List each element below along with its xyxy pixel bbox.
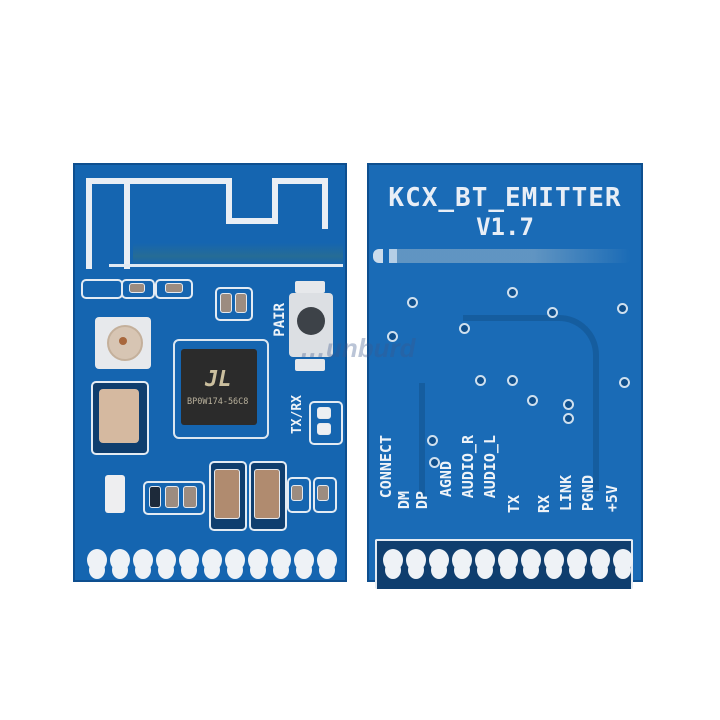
pin-label-connect: CONNECT [377, 435, 395, 499]
pin-pad[interactable] [521, 549, 541, 571]
ipex-connector[interactable] [95, 317, 151, 369]
pair-button[interactable] [289, 293, 333, 357]
inductor [214, 469, 240, 519]
rx-led [317, 423, 331, 435]
pcb-trace [463, 315, 599, 491]
front-pcb-board: JL BP0W174-56C8 PAIR TX/RX [73, 163, 347, 582]
via [547, 307, 558, 318]
jl-logo: JL [205, 367, 232, 392]
pin-label-pgnd: PGND [579, 475, 597, 512]
back-pcb-board: KCX_BT_EMITTER V1.7 CONNECT DM DP AGND A… [367, 163, 643, 589]
pin-pad[interactable] [87, 549, 107, 571]
pin-pad[interactable] [590, 549, 610, 571]
pin-pad[interactable] [202, 549, 222, 571]
inductor-footprint [209, 461, 247, 531]
via [507, 375, 518, 386]
smd-footprint [287, 477, 311, 513]
via [507, 287, 518, 298]
pin-pad[interactable] [613, 549, 633, 571]
inductor [254, 469, 280, 519]
pin-label-agnd: AGND [437, 461, 455, 498]
smd-footprint [155, 279, 193, 299]
tx-led [317, 407, 331, 419]
pin-pad[interactable] [271, 549, 291, 571]
pin-label-tx: TX [505, 495, 523, 514]
via [387, 331, 398, 342]
pin-pad[interactable] [179, 549, 199, 571]
castellated-pin-row [383, 549, 633, 585]
smd-group [143, 481, 205, 515]
pin-pad[interactable] [133, 549, 153, 571]
via [563, 413, 574, 424]
pin-label-audio-l: AUDIO_L [481, 435, 499, 499]
pin-pad[interactable] [383, 549, 403, 571]
crystal-footprint [91, 381, 149, 455]
watermark-text: …unburd [300, 333, 416, 363]
pin-pad[interactable] [110, 549, 130, 571]
board-title: KCX_BT_EMITTER [388, 183, 622, 213]
pair-label: PAIR [272, 303, 288, 337]
via [459, 323, 470, 334]
chip-silkscreen-outline [173, 339, 269, 439]
chip-part-number: BP0W174-56C8 [187, 397, 249, 407]
via [475, 375, 486, 386]
via [619, 377, 630, 388]
pin-label-5v: +5V [603, 485, 621, 513]
inductor-footprint [249, 461, 287, 531]
via [429, 457, 440, 468]
crystal-oscillator [99, 389, 139, 443]
pin-pad[interactable] [429, 549, 449, 571]
via [527, 395, 538, 406]
pin-label-dm: DM [395, 491, 413, 510]
button-pad-bottom [295, 359, 325, 371]
smd-footprint [81, 279, 123, 299]
main-bluetooth-chip: JL BP0W174-56C8 [181, 349, 257, 425]
pin-pad[interactable] [225, 549, 245, 571]
pin-pad[interactable] [406, 549, 426, 571]
castellated-pin-row [87, 549, 337, 585]
smd-footprint [313, 477, 337, 513]
meander-antenna-icon [86, 178, 328, 269]
led-footprint [309, 401, 343, 445]
pin-pad[interactable] [452, 549, 472, 571]
rgb-led [105, 475, 125, 513]
capacitor-pair [215, 287, 253, 321]
pin-label-link: LINK [557, 475, 575, 512]
pin-label-audio-r: AUDIO_R [459, 435, 477, 499]
pin-pad[interactable] [156, 549, 176, 571]
via [407, 297, 418, 308]
board-version: V1.7 [476, 213, 534, 241]
pin-label-dp: DP [413, 491, 431, 510]
txrx-label: TX/RX [290, 395, 305, 435]
pin-pad[interactable] [317, 549, 337, 571]
pin-label-rx: RX [535, 495, 553, 514]
pin-pad[interactable] [498, 549, 518, 571]
antenna-ground-strip [133, 243, 343, 265]
ground-edge-line [109, 264, 343, 267]
via [563, 399, 574, 410]
button-pad-top [295, 281, 325, 293]
pin-pad[interactable] [544, 549, 564, 571]
via [617, 303, 628, 314]
pin-pad[interactable] [567, 549, 587, 571]
pin-pad[interactable] [294, 549, 314, 571]
pcb-trace [419, 383, 435, 503]
smd-footprint [121, 279, 155, 299]
pin-pad[interactable] [475, 549, 495, 571]
via [427, 435, 438, 446]
ground-via-strip [373, 249, 631, 263]
pin-pad[interactable] [248, 549, 268, 571]
